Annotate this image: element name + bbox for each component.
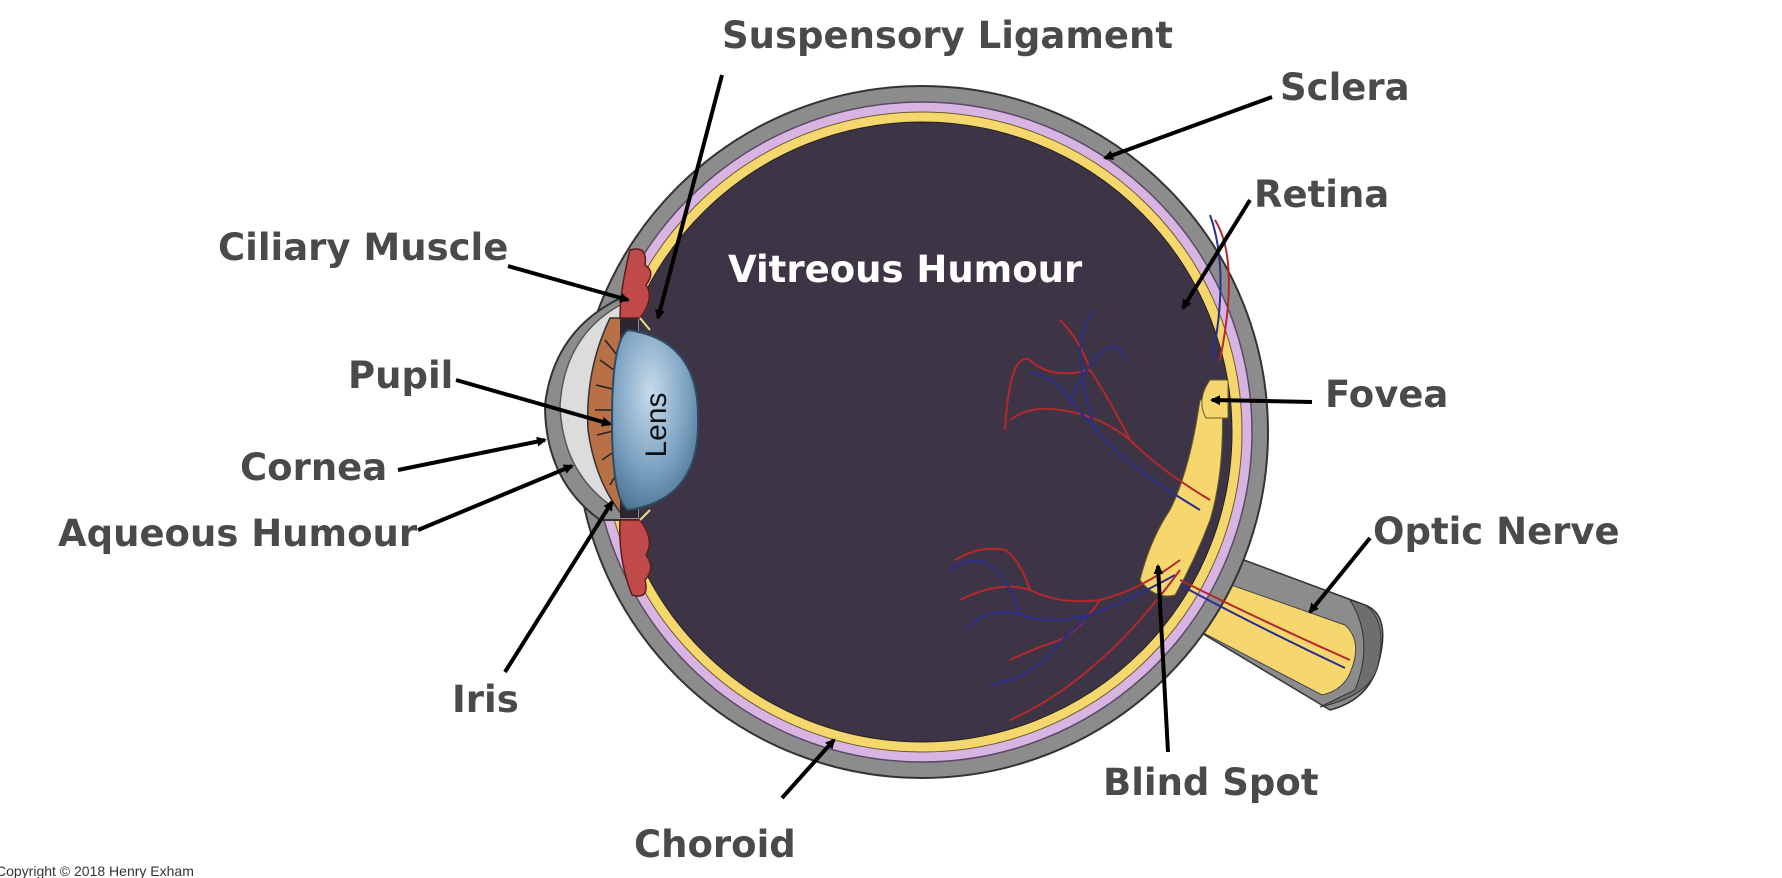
label-optic-nerve: Optic Nerve (1373, 510, 1620, 553)
arrow-sclera (1103, 95, 1273, 160)
pointer-arrows (397, 74, 1372, 800)
arrow-pupil (455, 378, 612, 427)
ciliary-muscle-lower (619, 519, 652, 597)
label-ciliary-muscle: Ciliary Muscle (218, 226, 508, 269)
arrow-retina (1181, 198, 1252, 310)
arrow-cornea (397, 436, 547, 472)
label-blind-spot: Blind Spot (1103, 761, 1319, 804)
arrow-blind-spot (1153, 564, 1170, 753)
label-suspensory-ligament: Suspensory Ligament (722, 14, 1173, 57)
arrow-choroid (780, 738, 836, 800)
arrow-aqueous-humour (417, 464, 574, 532)
copyright-text: Copyright © 2018 Henry Exham (0, 863, 194, 878)
arrow-suspensory-ligament (655, 74, 724, 320)
label-iris: Iris (452, 678, 519, 721)
arrow-optic-nerve (1308, 536, 1372, 614)
label-sclera: Sclera (1280, 66, 1410, 109)
label-vitreous-humour: Vitreous Humour (728, 248, 1083, 291)
label-pupil: Pupil (348, 354, 453, 397)
lens-shape: Lens (610, 328, 700, 512)
label-aqueous-humour: Aqueous Humour (58, 512, 418, 555)
label-retina: Retina (1254, 173, 1389, 216)
arrow-ciliary-muscle (507, 264, 630, 303)
label-choroid: Choroid (634, 823, 796, 866)
vitreous-humour-body (611, 121, 1233, 743)
lens-label: Lens (640, 392, 673, 457)
retinal-blood-vessels (949, 214, 1351, 721)
label-fovea: Fovea (1325, 373, 1448, 416)
label-cornea: Cornea (240, 446, 387, 489)
arrow-iris (503, 500, 614, 674)
arrow-fovea (1210, 395, 1313, 406)
